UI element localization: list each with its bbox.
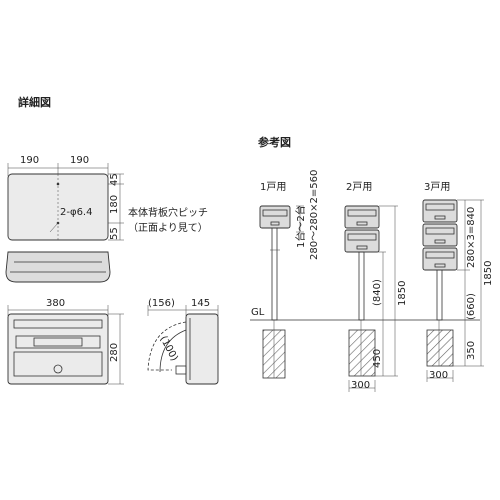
front-view-width-dimension: 380	[7, 298, 109, 316]
front-width-label: 380	[46, 298, 65, 309]
detail-title: 詳細図	[18, 95, 51, 109]
side-view: (100)	[147, 313, 219, 385]
unit3-1850: 1850	[483, 261, 494, 286]
front-view	[7, 313, 109, 385]
side-view-dims: (156) 145	[147, 298, 219, 316]
unit2-840: (840)	[372, 279, 383, 306]
top-width-right-label: 190	[70, 155, 89, 166]
unit3-foundation	[426, 329, 454, 367]
dim-55: 55	[109, 227, 120, 240]
back-panel-height-dims: 45 180 55	[108, 173, 124, 241]
unit3-350: 350	[466, 341, 477, 360]
dim-180: 180	[109, 195, 120, 214]
top-width-dimension: 190 190	[7, 155, 109, 176]
side-145-label: 145	[191, 298, 210, 309]
unit3-label: 3戸用	[424, 181, 450, 193]
unit3-dims: 280×3=840 1850 (660) 350 300	[426, 199, 494, 382]
unit2-1850: 1850	[397, 281, 408, 306]
top-view	[5, 251, 111, 283]
unit1-mailbox	[259, 205, 291, 229]
unit1-vert-2: 280～280×2=560	[309, 170, 320, 260]
unit3-300: 300	[429, 370, 448, 381]
unit3-pole	[436, 269, 443, 321]
unit2-label: 2戸用	[346, 181, 372, 193]
side-100-label: (100)	[157, 334, 179, 363]
unit3-660: (660)	[466, 293, 477, 320]
unit1-pole	[271, 227, 278, 321]
unit1-vertical-dims: 1台～2台 280～280×2=560	[294, 170, 320, 260]
unit3-mailbox	[422, 199, 458, 271]
back-note-line1: 本体背板穴ピッチ	[128, 206, 208, 219]
unit3-840: 280×3=840	[466, 207, 477, 268]
unit2-foundation	[348, 329, 376, 377]
top-width-left-label: 190	[20, 155, 39, 166]
unit1-label: 1戸用	[260, 181, 286, 193]
back-note-line2: （正面より見て）	[128, 222, 208, 234]
unit2-pole	[358, 251, 365, 321]
unit2-dims: (840) 1850 450 300	[348, 205, 408, 392]
unit2-300: 300	[351, 380, 370, 391]
front-view-height-dimension: 280	[108, 313, 124, 385]
unit2-450: 450	[372, 349, 383, 368]
side-156-label: (156)	[148, 298, 175, 309]
dim-45: 45	[109, 173, 120, 186]
hole-label: 2-φ6.4	[60, 207, 92, 218]
gl-label: GL	[251, 307, 265, 318]
reference-title: 参考図	[258, 135, 291, 149]
unit1-vert-1: 1台～2台	[294, 205, 307, 248]
unit2-mailbox	[344, 205, 380, 253]
front-height-label: 280	[109, 343, 120, 362]
